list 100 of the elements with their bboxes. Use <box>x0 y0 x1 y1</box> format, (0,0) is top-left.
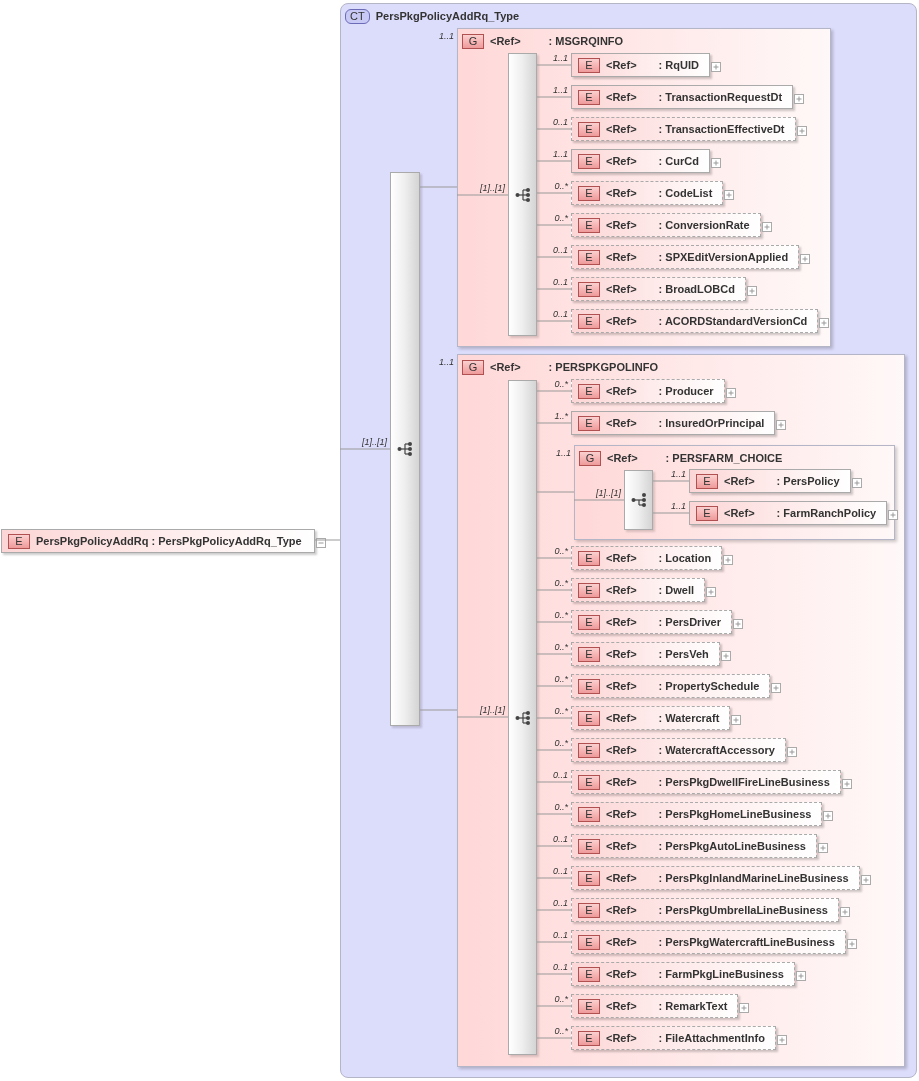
element-name: : InsuredOrPrincipal <box>658 415 765 431</box>
connector-line <box>536 390 572 392</box>
connector-line <box>536 941 572 943</box>
ref-label: <Ref> <box>724 473 755 489</box>
type-badge: E <box>578 806 600 822</box>
cardinality-label: 1..1 <box>553 86 568 95</box>
type-badge: E <box>696 505 718 521</box>
type-badge: CT <box>345 8 370 24</box>
connector-line <box>456 194 509 196</box>
type-name: PersPkgPolicyAddRq_Type <box>375 9 520 24</box>
type-badge: E <box>578 415 600 431</box>
type-badge: E <box>578 57 600 73</box>
element-name: : SPXEditVersionApplied <box>658 249 789 265</box>
ref-label: <Ref> <box>606 774 637 790</box>
cardinality-label: [1]..[1] <box>480 706 505 715</box>
type-badge: E <box>578 281 600 297</box>
connector-line <box>419 709 458 711</box>
cardinality-label: 0..1 <box>553 310 568 319</box>
ref-label: <Ref> <box>606 185 637 201</box>
ref-label: <Ref> <box>606 806 637 822</box>
cardinality-label: 0..* <box>554 707 568 716</box>
cardinality-label: 1..1 <box>671 502 686 511</box>
connector-line <box>536 973 572 975</box>
ref-label: <Ref> <box>606 998 637 1014</box>
ref-label: <Ref> <box>606 678 637 694</box>
type-badge: E <box>578 185 600 201</box>
connector-line <box>573 499 625 501</box>
connector-line <box>536 1005 572 1007</box>
connector-line <box>536 685 572 687</box>
element-name: : ConversionRate <box>658 217 750 233</box>
connector-line <box>536 877 572 879</box>
type-badge: E <box>578 153 600 169</box>
compositor-bar <box>508 53 537 336</box>
cardinality-label: 0..* <box>554 214 568 223</box>
connector-line <box>536 589 572 591</box>
type-badge: E <box>578 383 600 399</box>
type-badge: E <box>578 966 600 982</box>
ref-label: <Ref> <box>606 383 637 399</box>
ref-label: <Ref> <box>606 415 637 431</box>
connector-line <box>536 1037 572 1039</box>
ref-label: <Ref> <box>606 838 637 854</box>
element-name: : FarmPkgLineBusiness <box>658 966 784 982</box>
compositor-bar <box>624 470 653 530</box>
element-name: : TransactionEffectiveDt <box>658 121 785 137</box>
connector-line <box>419 186 458 188</box>
connector-line <box>536 96 572 98</box>
cardinality-label: 0..1 <box>553 899 568 908</box>
connector-line <box>536 749 572 751</box>
cardinality-label: 0..1 <box>553 118 568 127</box>
ref-label: <Ref> <box>606 870 637 886</box>
ref-label: <Ref> <box>606 902 637 918</box>
element-name: : PersDriver <box>658 614 721 630</box>
element-name: : CodeList <box>658 185 713 201</box>
cardinality-label: 1..1 <box>439 356 454 369</box>
element-name: : PersPkgInlandMarineLineBusiness <box>658 870 849 886</box>
element-name: : RqUID <box>658 57 699 73</box>
element-name: : Location <box>658 550 712 566</box>
element-name: : RemarkText <box>658 998 728 1014</box>
element-name: : BroadLOBCd <box>658 281 735 297</box>
element-name: : Dwell <box>658 582 695 598</box>
connector-line <box>536 653 572 655</box>
ref-label: <Ref> <box>606 121 637 137</box>
element-name: : PersPkgDwellFireLineBusiness <box>658 774 830 790</box>
ref-label: <Ref> <box>606 710 637 726</box>
type-badge: E <box>578 313 600 329</box>
element-name: : ACORDStandardVersionCd <box>658 313 808 329</box>
ref-label: <Ref> <box>490 34 521 49</box>
cardinality-label: 0..1 <box>553 867 568 876</box>
ref-label: <Ref> <box>606 550 637 566</box>
type-badge: E <box>578 710 600 726</box>
connector-line <box>652 512 690 514</box>
connector-line <box>536 422 572 424</box>
ref-label: <Ref> <box>606 249 637 265</box>
type-badge: E <box>578 249 600 265</box>
connector-line <box>536 845 572 847</box>
connector-line <box>536 717 572 719</box>
type-badge: E <box>578 838 600 854</box>
connector-line <box>536 557 572 559</box>
cardinality-label: 0..* <box>554 579 568 588</box>
type-badge: G <box>462 33 484 49</box>
complex-type-panel <box>340 3 917 1078</box>
type-badge: G <box>462 359 484 375</box>
connector-line <box>536 621 572 623</box>
cardinality-label: 0..* <box>554 803 568 812</box>
type-badge: E <box>578 678 600 694</box>
ref-label: <Ref> <box>606 614 637 630</box>
element-name: : PersPkgWatercraftLineBusiness <box>658 934 835 950</box>
cardinality-label: 0..* <box>554 739 568 748</box>
ref-label: <Ref> <box>607 451 638 466</box>
ref-label: <Ref> <box>606 742 637 758</box>
cardinality-label: [1]..[1] <box>596 489 621 498</box>
connector-line <box>536 192 572 194</box>
cardinality-label: 0..* <box>554 643 568 652</box>
ref-label: <Ref> <box>606 313 637 329</box>
cardinality-label: 0..1 <box>553 963 568 972</box>
group-name: : PERSPKGPOLINFO <box>548 360 658 375</box>
type-badge: E <box>696 473 718 489</box>
element-name: : PersPkgAutoLineBusiness <box>658 838 806 854</box>
cardinality-label: 0..1 <box>553 771 568 780</box>
group-name: : PERSFARM_CHOICE <box>665 451 783 466</box>
